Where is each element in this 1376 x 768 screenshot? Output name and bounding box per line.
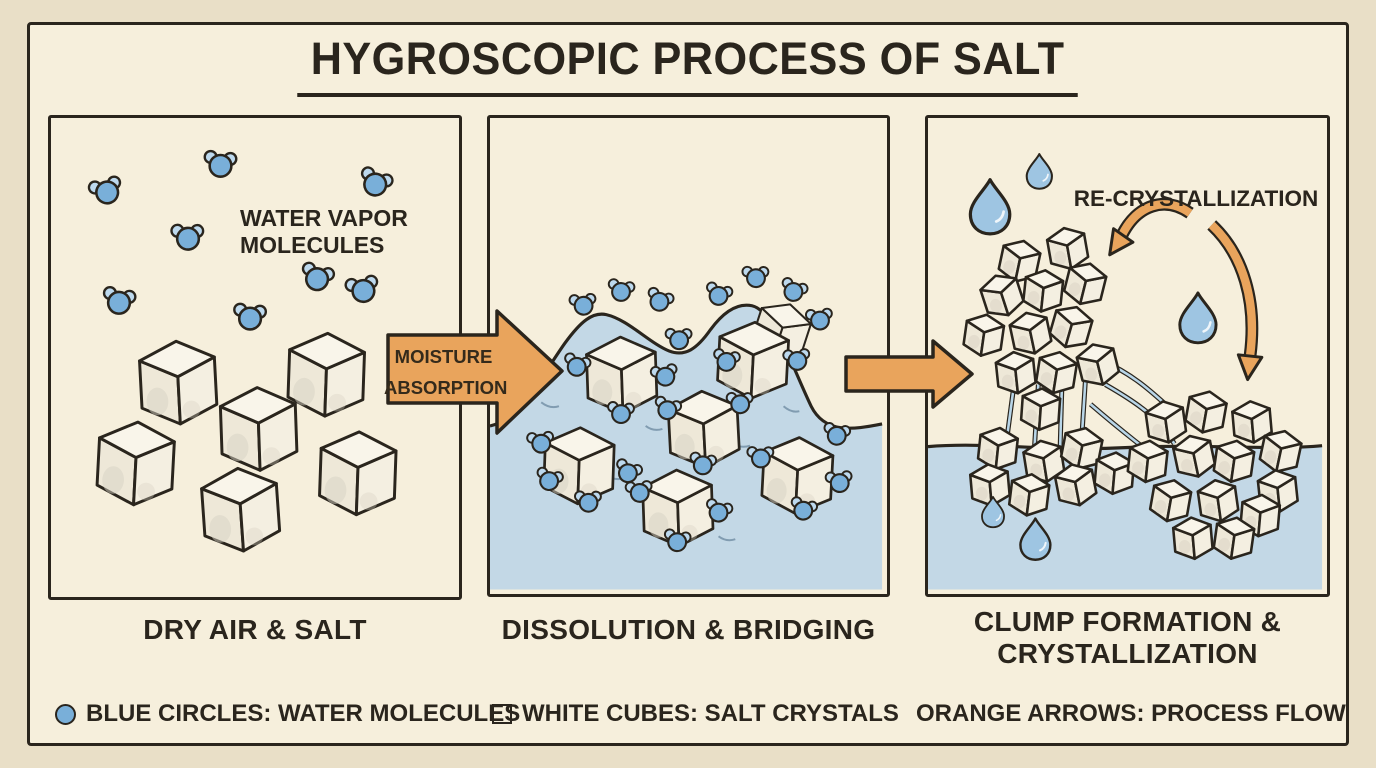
- water-molecule-icon: [101, 285, 138, 317]
- panel-dissolution-bridging: [487, 115, 890, 597]
- legend-label: WHITE CUBES: SALT CRYSTALS: [522, 700, 899, 727]
- recrystallization-label: RE-CRYSTALLIZATION: [1073, 186, 1319, 211]
- water-molecule-icon: [343, 271, 383, 307]
- white-cube-icon: [492, 704, 512, 724]
- water-drop-icon: [1025, 153, 1053, 190]
- water-vapor-label: WATER VAPOR MOLECULES: [240, 205, 408, 259]
- water-molecule-icon: [203, 149, 238, 178]
- salt-crystal-icon: [993, 348, 1038, 397]
- salt-crystal-icon: [1182, 387, 1230, 437]
- caption-clump-formation: CLUMP FORMATION & CRYSTALLIZATION: [973, 606, 1282, 670]
- water-molecule-icon: [777, 275, 811, 305]
- recryst-arrowhead-right-icon: [1236, 353, 1264, 382]
- salt-crystal-icon: [1021, 267, 1066, 315]
- salt-cube-icon: [94, 418, 177, 509]
- legend-item-water-molecules: BLUE CIRCLES: WATER MOLECULES: [55, 697, 520, 731]
- water-molecule-icon: [664, 325, 694, 352]
- salt-bridge-strand: [1058, 382, 1064, 452]
- legend-label: BLUE CIRCLES: WATER MOLECULES: [86, 700, 521, 727]
- water-molecule-icon: [86, 171, 127, 210]
- motion-dash: [645, 425, 663, 431]
- recryst-arrow-right: [1208, 221, 1257, 356]
- salt-crystal-icon: [1073, 338, 1123, 391]
- legend-item-salt-crystals: WHITE CUBES: SALT CRYSTALS: [492, 697, 899, 731]
- salt-cube-icon: [218, 384, 299, 474]
- legend-item-process-flow: ORANGE ARROWS: PROCESS FLOW: [916, 697, 1346, 731]
- panel-2-art: [490, 263, 883, 590]
- caption-dissolution: DISSOLUTION & BRIDGING: [501, 614, 876, 645]
- salt-crystal-icon: [961, 310, 1007, 360]
- brine-surface-line: [490, 303, 883, 430]
- water-molecule-icon: [355, 164, 396, 201]
- salt-cube-icon: [137, 337, 220, 428]
- water-molecule-icon: [740, 263, 771, 290]
- legend-label: ORANGE ARROWS: PROCESS FLOW: [916, 700, 1346, 727]
- salt-cube-icon: [198, 464, 283, 556]
- water-molecule-icon: [703, 280, 735, 308]
- salt-crystal-icon: [1006, 307, 1055, 359]
- water-molecule-icon: [643, 285, 677, 315]
- recryst-arrowhead-left-icon: [1108, 227, 1135, 257]
- water-molecule-icon: [606, 277, 637, 303]
- panel-clump-formation: [925, 115, 1330, 597]
- water-molecule-icon: [567, 290, 599, 318]
- water-molecule-icon: [233, 302, 268, 331]
- salt-crystal-icon: [1143, 397, 1189, 447]
- moisture-absorption-label: MOISTURE ABSORPTION: [384, 346, 508, 399]
- motion-dash: [782, 405, 800, 413]
- recryst-arrow-left: [1118, 200, 1193, 237]
- water-drop-icon: [968, 178, 1012, 236]
- water-drop-icon: [1178, 291, 1218, 345]
- water-molecule-icon: [298, 260, 337, 294]
- salt-cube-icon: [317, 429, 399, 518]
- diagram-title: HYGROSCOPIC PROCESS OF SALT: [297, 33, 1079, 97]
- salt-cube-icon: [285, 330, 367, 419]
- salt-crystal-icon: [1046, 300, 1097, 354]
- water-molecule-icon: [169, 221, 206, 253]
- panel-3-art: [928, 153, 1323, 590]
- motion-dash: [717, 535, 736, 542]
- blue-circle-icon: [55, 703, 76, 725]
- caption-dry-air-salt: DRY AIR & SALT: [143, 614, 367, 645]
